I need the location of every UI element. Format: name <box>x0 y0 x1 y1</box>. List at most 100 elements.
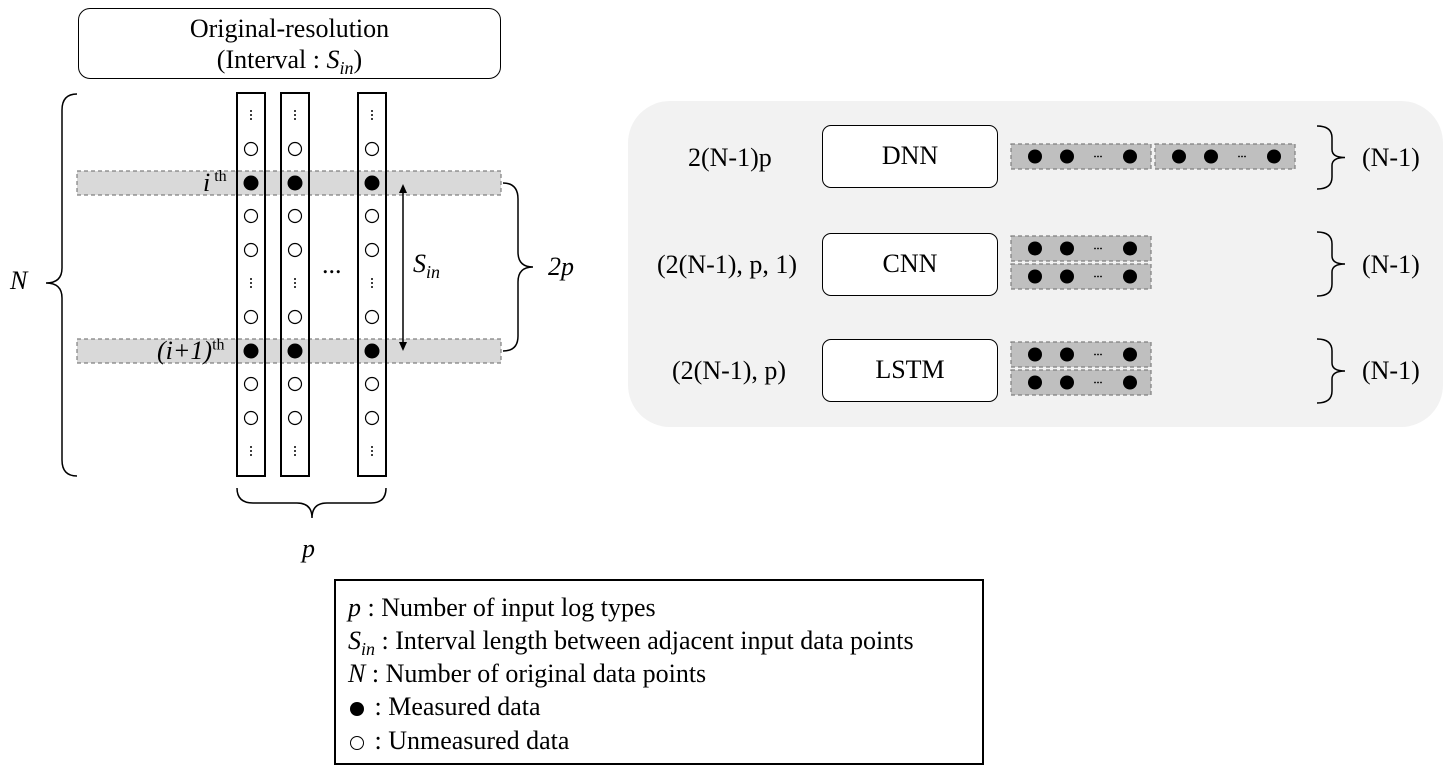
output-point <box>1123 241 1137 256</box>
output-point <box>1028 149 1042 164</box>
vertical-ellipsis <box>371 110 373 112</box>
horizontal-ellipsis <box>1244 155 1246 158</box>
vertical-ellipsis <box>250 286 252 288</box>
vertical-ellipsis <box>250 282 252 284</box>
output-point <box>1060 375 1074 390</box>
vertical-ellipsis <box>371 450 373 452</box>
output-point <box>1028 347 1042 362</box>
vertical-ellipsis <box>371 286 373 288</box>
vertical-ellipsis <box>250 454 252 456</box>
title-line1: Original-resolution <box>189 14 390 43</box>
n-label: N <box>10 266 28 295</box>
lstm-output: (N-1) <box>1362 356 1420 385</box>
vertical-ellipsis <box>294 282 296 284</box>
output-point <box>1172 149 1186 164</box>
log-column-1 <box>236 92 266 477</box>
unmeasured-point <box>364 376 380 392</box>
lstm-output-brace <box>1316 338 1346 404</box>
horizontal-ellipsis <box>1100 275 1102 278</box>
dnn-output-brace <box>1316 125 1346 190</box>
measured-point <box>364 175 380 191</box>
vertical-ellipsis <box>294 110 296 112</box>
unmeasured-point <box>243 242 259 258</box>
output-point <box>1060 149 1074 164</box>
n-brace <box>45 93 78 477</box>
horizontal-ellipsis <box>1100 247 1102 250</box>
log-column-p <box>357 92 387 477</box>
horizontal-ellipsis <box>1097 155 1099 158</box>
output-point <box>1028 269 1042 284</box>
measured-point <box>243 175 259 191</box>
two-p-brace <box>502 182 534 352</box>
dnn-box: DNN <box>822 125 998 188</box>
horizontal-ellipsis <box>1094 275 1096 278</box>
p-brace <box>236 487 387 519</box>
unmeasured-point <box>364 141 380 157</box>
columns-gap-ellipsis: ... <box>322 250 342 279</box>
cnn-input-shape: (2(N-1), p, 1) <box>657 250 798 279</box>
legend-n: N : Number of original data points <box>348 659 707 688</box>
title-box: Original-resolution (Interval : Sin) <box>78 8 501 79</box>
interval-arrow-head-bottom <box>399 342 407 351</box>
cnn-box: CNN <box>822 233 998 296</box>
horizontal-ellipsis <box>1097 353 1099 356</box>
output-point <box>1028 241 1042 256</box>
output-point <box>1060 269 1074 284</box>
output-point <box>1060 241 1074 256</box>
unmeasured-point <box>243 141 259 157</box>
measured-point <box>243 343 259 359</box>
unmeasured-point <box>287 242 303 258</box>
lstm-box: LSTM <box>822 339 998 402</box>
dnn-output: (N-1) <box>1362 143 1420 172</box>
vertical-ellipsis <box>294 454 296 456</box>
output-point <box>1060 347 1074 362</box>
unmeasured-point <box>243 208 259 224</box>
output-point <box>1123 375 1137 390</box>
vertical-ellipsis <box>294 446 296 448</box>
vertical-ellipsis <box>250 110 252 112</box>
cnn-output-brace <box>1316 231 1346 297</box>
unmeasured-point <box>287 208 303 224</box>
measured-point <box>287 175 303 191</box>
measured-point <box>287 343 303 359</box>
vertical-ellipsis <box>294 286 296 288</box>
output-point <box>1123 149 1137 164</box>
horizontal-ellipsis <box>1100 155 1102 158</box>
horizontal-ellipsis <box>1094 247 1096 250</box>
column-data-points <box>243 110 380 456</box>
horizontal-ellipsis <box>1094 353 1096 356</box>
vertical-ellipsis <box>371 454 373 456</box>
vertical-ellipsis <box>371 114 373 116</box>
dnn-input-shape: 2(N-1)p <box>688 143 772 172</box>
vertical-ellipsis <box>250 450 252 452</box>
vertical-ellipsis <box>294 114 296 116</box>
output-point <box>1204 149 1218 164</box>
vertical-ellipsis <box>294 450 296 452</box>
log-column-2 <box>280 92 310 477</box>
vertical-ellipsis <box>294 278 296 280</box>
lstm-input-shape: (2(N-1), p) <box>672 356 787 385</box>
unmeasured-point <box>364 208 380 224</box>
unmeasured-point <box>243 376 259 392</box>
vertical-ellipsis <box>294 118 296 120</box>
horizontal-ellipsis <box>1241 155 1243 158</box>
horizontal-ellipsis <box>1238 155 1240 158</box>
title-line2: (Interval : Sin) <box>216 45 363 79</box>
row-i1-label: (i+1)th <box>157 336 225 365</box>
unmeasured-point <box>287 410 303 426</box>
horizontal-ellipsis <box>1094 155 1096 158</box>
unmeasured-point <box>287 376 303 392</box>
horizontal-ellipsis <box>1100 381 1102 384</box>
unmeasured-point <box>287 141 303 157</box>
vertical-ellipsis <box>371 282 373 284</box>
p-label: p <box>302 534 315 563</box>
unmeasured-point <box>287 309 303 325</box>
unmeasured-point <box>364 242 380 258</box>
legend-measured: : Measured data <box>348 692 541 722</box>
measured-point <box>364 343 380 359</box>
output-point <box>1028 375 1042 390</box>
two-p-label: 2p <box>548 252 574 281</box>
horizontal-ellipsis <box>1097 247 1099 250</box>
